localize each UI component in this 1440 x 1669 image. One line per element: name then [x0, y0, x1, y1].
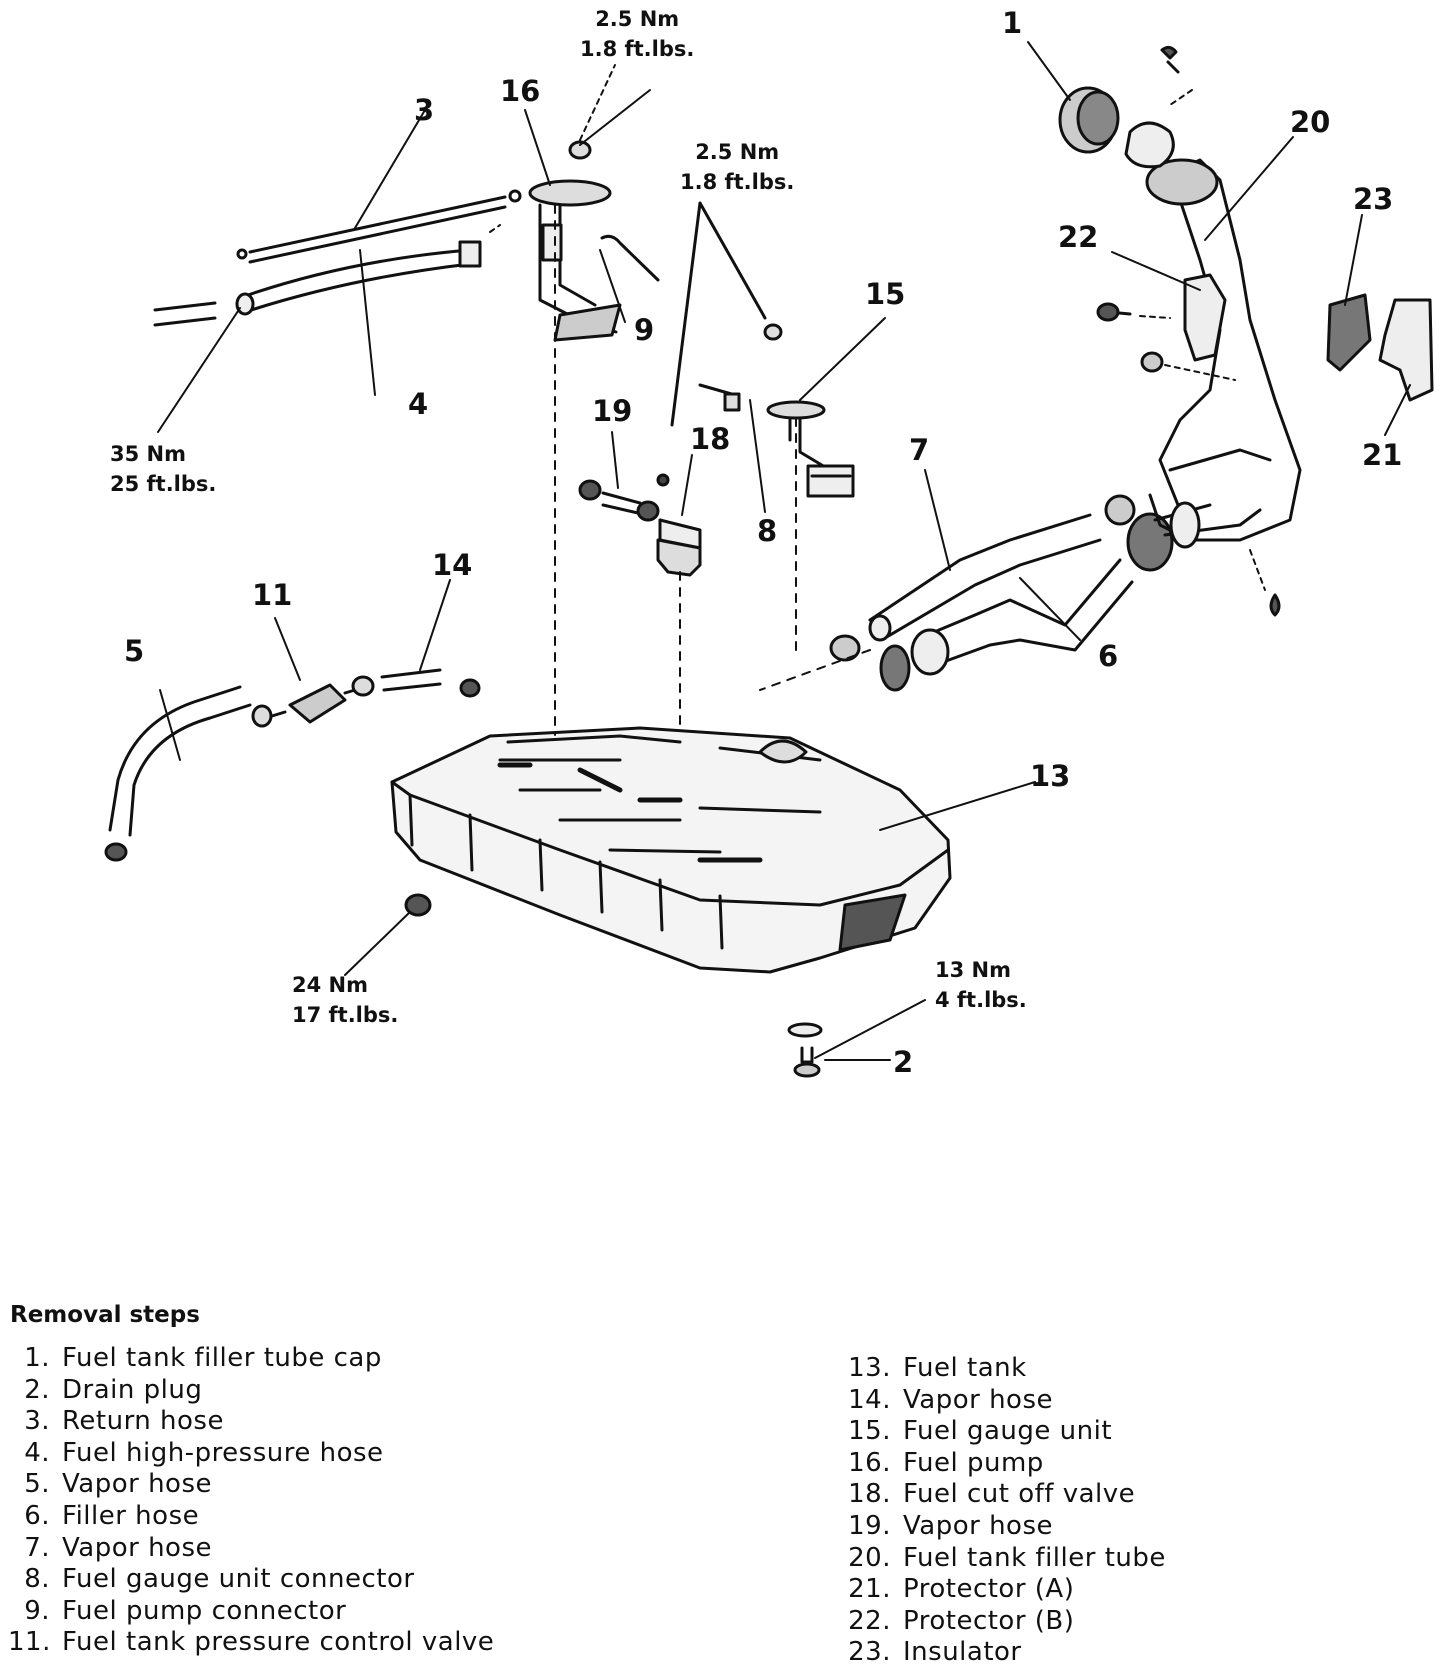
callout-18: 18: [690, 422, 731, 456]
callout-13: 13: [1030, 759, 1071, 793]
fuel-tank-drawing: [390, 726, 952, 974]
removal-steps-right: 13.Fuel tank 14.Vapor hose 15.Fuel gauge…: [843, 1353, 1166, 1669]
torque-metric: 2.5 Nm: [695, 140, 780, 164]
removal-step: 14.Vapor hose: [848, 1384, 1053, 1415]
removal-step: 15.Fuel gauge unit: [848, 1416, 1113, 1447]
callout-2: 2: [893, 1045, 914, 1079]
removal-step: 21.Protector (A): [848, 1574, 1075, 1605]
removal-step: 1.Fuel tank filler tube cap: [24, 1343, 382, 1373]
callout-19: 19: [592, 394, 633, 428]
torque-imperial: 1.8 ft.lbs.: [580, 37, 695, 62]
callout-11: 11: [252, 578, 293, 612]
fuel-tank-filler-tube-drawing: [1145, 158, 1302, 617]
removal-step: 19.Vapor hose: [848, 1510, 1053, 1541]
removal-steps-left: 1.Fuel tank filler tube cap 2.Drain plug…: [8, 1343, 494, 1659]
fuel-gauge-unit-drawing: [698, 383, 855, 651]
torque-metric: 24 Nm: [292, 973, 368, 997]
torque-imperial: 4 ft.lbs.: [935, 988, 1027, 1013]
removal-step: 23.Insulator: [848, 1637, 1022, 1668]
torque-spec-hose-fitting: 35 Nm 25 ft.lbs.: [110, 439, 216, 500]
removal-step: 6.Filler hose: [24, 1500, 200, 1531]
removal-step: 18.Fuel cut off valve: [848, 1479, 1136, 1510]
drain-plug-drawing: [787, 1022, 823, 1078]
callout-1: 1: [1002, 6, 1023, 40]
leader-lines: [157, 41, 1411, 1061]
fuel-tank-filler-tube-cap-drawing: [1058, 45, 1193, 169]
protector-b-drawing: [1096, 273, 1236, 381]
callout-5: 5: [124, 634, 145, 668]
pump-nut-drawing: [568, 64, 616, 160]
removal-step: 16.Fuel pump: [848, 1447, 1044, 1478]
callout-9: 9: [634, 313, 655, 347]
removal-step: 22.Protector (B): [848, 1605, 1075, 1636]
removal-step: 8.Fuel gauge unit connector: [24, 1564, 415, 1595]
removal-steps-title: Removal steps: [10, 1302, 200, 1328]
callout-8: 8: [757, 514, 778, 548]
removal-step: 2.Drain plug: [24, 1374, 203, 1405]
torque-metric: 35 Nm: [110, 442, 186, 466]
torque-imperial: 17 ft.lbs.: [292, 1003, 399, 1028]
return-hose-drawing: [236, 189, 522, 264]
torque-spec-tank-bolt: 24 Nm 17 ft.lbs.: [292, 970, 398, 1031]
high-pressure-hose-drawing: [153, 224, 501, 327]
gauge-nut-drawing: [656, 201, 783, 487]
removal-step: 4.Fuel high-pressure hose: [24, 1437, 384, 1468]
removal-step: 5.Vapor hose: [24, 1469, 212, 1500]
removal-step: 9.Fuel pump connector: [24, 1595, 347, 1626]
vapor-hose-5-drawing: [104, 685, 252, 862]
torque-imperial: 1.8 ft.lbs.: [680, 170, 795, 195]
torque-metric: 2.5 Nm: [595, 7, 680, 31]
torque-spec-drain-plug: 13 Nm 4 ft.lbs.: [935, 955, 1027, 1016]
fuel-system-diagram: [104, 41, 1434, 1078]
callout-16: 16: [500, 74, 541, 108]
callout-15: 15: [865, 277, 906, 311]
callout-21: 21: [1362, 438, 1403, 472]
removal-step: 7.Vapor hose: [24, 1532, 212, 1563]
removal-step: 13.Fuel tank: [848, 1353, 1027, 1383]
vapor-hose-14-drawing: [380, 668, 481, 698]
fuel-cut-off-valve-drawing: [578, 479, 702, 731]
removal-step: 11.Fuel tank pressure control valve: [8, 1627, 495, 1658]
insulator-drawing: [1326, 293, 1372, 372]
callout-23: 23: [1353, 182, 1394, 216]
callout-14: 14: [432, 548, 473, 582]
pressure-control-valve-drawing: [251, 675, 375, 728]
filler-hose-drawing: [759, 494, 1174, 692]
callout-22: 22: [1058, 220, 1099, 254]
fuel-pump-drawing: [528, 179, 660, 736]
callout-7: 7: [909, 433, 930, 467]
torque-metric: 13 Nm: [935, 958, 1011, 982]
callout-4: 4: [408, 387, 429, 421]
protector-a-drawing: [1378, 298, 1434, 402]
removal-step: 20.Fuel tank filler tube: [848, 1542, 1166, 1573]
callout-20: 20: [1290, 105, 1331, 139]
torque-imperial: 25 ft.lbs.: [110, 472, 217, 497]
callout-6: 6: [1098, 639, 1119, 673]
tank-bolt-drawing: [404, 893, 432, 917]
callout-3: 3: [414, 93, 435, 127]
torque-spec-pump-nut: 2.5 Nm 1.8 ft.lbs.: [580, 4, 694, 65]
removal-step: 3.Return hose: [24, 1406, 224, 1437]
torque-spec-gauge-nut: 2.5 Nm 1.8 ft.lbs.: [680, 137, 794, 198]
